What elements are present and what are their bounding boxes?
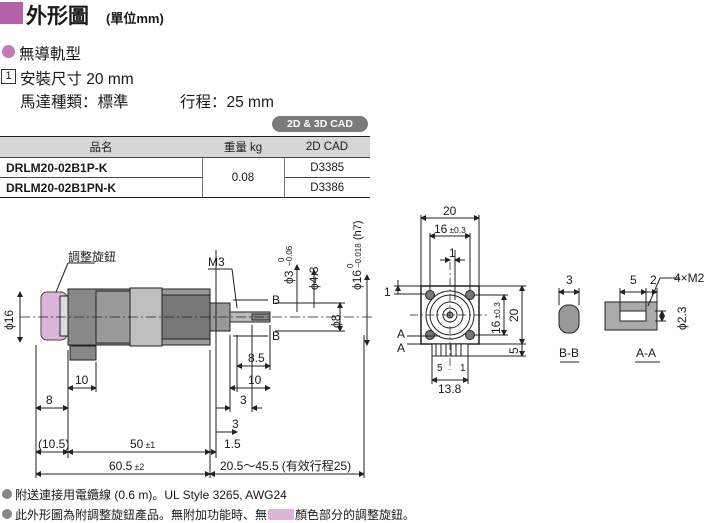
phi16-label: ϕ16 (2, 310, 16, 330)
section-bullet-icon (2, 45, 15, 58)
footnote-bullet-icon (2, 489, 12, 499)
model-name: DRLM20-02B1P-K (0, 157, 202, 178)
dim-8: 8 (46, 393, 53, 407)
footnote-2: 此外形圖為附調整旋鈕產品。無附加功能時、無 顏色部分的調整旋鈕。 (15, 506, 415, 523)
cad-link[interactable]: D3385 (284, 157, 370, 178)
dim-10-right: 10 (248, 373, 262, 387)
weight-value: 0.08 (201, 157, 285, 198)
cad-link[interactable]: D3386 (284, 177, 370, 198)
front-dim-5-right: 5 (507, 347, 521, 354)
dim-stroke-range: 20.5～45.5(有效行程25) (220, 458, 351, 473)
dim-10-5: (10.5) (38, 437, 69, 451)
dim-50: 50±1 (130, 437, 155, 451)
page-title: 外形圖 (26, 5, 89, 28)
footnote-2-text: 此外形圖為附調整旋鈕產品。無附加功能時、無 (15, 508, 268, 522)
aa-dim-5: 5 (630, 273, 637, 287)
phi16h7-tol-lower: −0.018 (354, 243, 363, 268)
front-dim-1-top: 1 (449, 246, 456, 260)
cad-badge[interactable]: 2D & 3D CAD (272, 116, 368, 132)
bb-section-shape (558, 304, 580, 334)
phi16h7-class: (h7) (352, 220, 364, 240)
section-label: 無導軌型 (19, 46, 82, 63)
table-row: DRLM20-02B1P-K 0.08 D3385 (0, 157, 370, 198)
dim-8-5: 8.5 (248, 351, 265, 365)
mounting-size: 安裝尺寸 20 mm (20, 71, 134, 88)
knob-color-swatch (268, 509, 295, 520)
phi16h7-label: ϕ16 (350, 270, 364, 290)
front-dim-16-right: 16±0.3 (489, 302, 503, 334)
table-header-model: 品名 (0, 136, 202, 158)
front-dim-16-top: 16±0.3 (434, 222, 466, 236)
aa-holes: 4×M2 (674, 271, 705, 285)
front-dim-20-right: 20 (507, 308, 521, 322)
front-dim-5-bottom: 5 (437, 363, 443, 374)
front-dim-20-top: 20 (443, 204, 457, 218)
m3-label: M3 (208, 255, 225, 269)
dim-10-left: 10 (75, 373, 89, 387)
bb-dim: 3 (566, 273, 573, 287)
spec-table: 品名 重量 kg 2D CAD DRLM20-02B1P-K 0.08 D338… (0, 136, 370, 198)
phi4-3-label: ϕ4.3 (307, 266, 321, 290)
footnote-1: 附送連接用電纜線 (0.6 m)。UL Style 3265, AWG24 (15, 488, 287, 502)
dim-60-5: 60.5±2 (109, 459, 144, 473)
stroke-spec: 行程：25 mm (180, 94, 274, 111)
front-dim-1-left: 1 (384, 285, 391, 299)
phi16h7-tol-upper: 0 (346, 263, 355, 268)
section-b-top: B (272, 293, 280, 307)
phi3-label: ϕ3 (282, 270, 296, 284)
aa-dim-2: 2 (650, 273, 657, 287)
table-header-cad: 2D CAD (284, 136, 370, 158)
item-number-box: 1 (1, 69, 16, 84)
front-dim-1-bottom: 1 (460, 363, 466, 374)
knob-label: 調整旋鈕 (68, 249, 116, 264)
dim-1-5: 1.5 (224, 437, 241, 451)
unit-note: (單位mm) (106, 11, 164, 26)
motor-type: 馬達種類：標準 (20, 94, 129, 111)
footnote-2-tail: 顏色部分的調整旋鈕。 (295, 508, 416, 522)
phi3-tol-upper: 0 (277, 257, 286, 262)
aa-title: A-A (636, 346, 656, 360)
dim-3b: 3 (232, 417, 239, 431)
footnote-bullet-icon (2, 509, 12, 519)
bb-title: B-B (559, 346, 579, 360)
dim-3a: 3 (240, 393, 247, 407)
header-accent-block (0, 2, 23, 24)
section-a-top: A (397, 327, 405, 341)
front-dim-13-8: 13.8 (438, 382, 462, 396)
section-a-bottom: A (397, 341, 405, 355)
phi8-label: ϕ8 (329, 314, 343, 328)
phi3-tol-lower: −0.06 (285, 245, 294, 266)
table-header-weight: 重量 kg (202, 136, 284, 158)
table-row: DRLM20-02B1PN-K D3386 (0, 177, 370, 198)
section-b-bottom: B (272, 329, 280, 343)
model-name: DRLM20-02B1PN-K (0, 177, 202, 198)
aa-phi: ϕ2.3 (675, 306, 689, 330)
